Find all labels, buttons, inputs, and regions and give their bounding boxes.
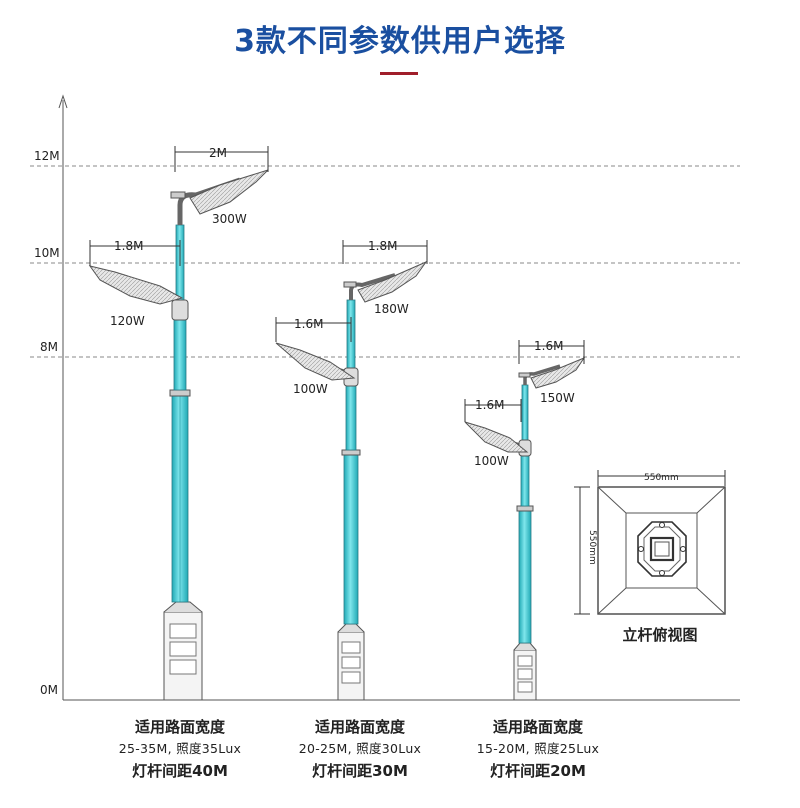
height-gridlines (30, 165, 740, 358)
pole-2-lower-power: 100W (293, 382, 328, 396)
pole-1-caption: 适用路面宽度 25-35M, 照度35Lux 灯杆间距40M (90, 716, 270, 782)
pole-1-top-dimension (174, 146, 269, 172)
pole-3-caption: 适用路面宽度 15-20M, 照度25Lux 灯杆间距20M (448, 716, 628, 782)
pole-1-lower-dimension (89, 240, 181, 266)
top-view-width-label: 550mm (644, 473, 679, 483)
height-label-8m: 8M (40, 340, 58, 354)
pole-3-caption-line2: 15-20M, 照度25Lux (476, 741, 600, 756)
pole-2-top-width: 1.8M (368, 239, 397, 253)
pole-3-lower-dimension (464, 399, 522, 422)
pole-3 (464, 356, 586, 701)
height-label-10m: 10M (34, 246, 60, 260)
top-view-drawing (574, 470, 726, 615)
height-label-0m: 0M (40, 683, 58, 697)
pole-2-caption-line2: 20-25M, 照度30Lux (298, 741, 422, 756)
pole-2-lower-width: 1.6M (294, 317, 323, 331)
pole-1 (88, 169, 269, 701)
pole-2-caption: 适用路面宽度 20-25M, 照度30Lux 灯杆间距30M (270, 716, 450, 782)
pole-3-top-dimension (518, 340, 585, 364)
page-title: 3款不同参数供用户选择 (234, 24, 566, 59)
pole-1-top-power: 300W (212, 212, 247, 226)
top-view-title: 立杆俯视图 (622, 626, 698, 644)
pole-1-caption-line1: 适用路面宽度 (134, 718, 225, 736)
pole-2-top-power: 180W (374, 302, 409, 316)
pole-1-top-width: 2M (209, 146, 227, 160)
height-label-12m: 12M (34, 149, 60, 163)
pole-2-lower-dimension (275, 317, 352, 342)
pole-1-lower-power: 120W (110, 314, 145, 328)
pole-2-caption-line3: 灯杆间距30M (312, 762, 408, 780)
pole-3-caption-line3: 灯杆间距20M (490, 762, 586, 780)
top-view-height-label: 550mm (587, 530, 597, 565)
pole-1-caption-line3: 灯杆间距40M (132, 762, 228, 780)
pole-2-top-dimension (342, 240, 428, 264)
pole-2-caption-line1: 适用路面宽度 (314, 718, 405, 736)
pole-1-caption-line2: 25-35M, 照度35Lux (118, 741, 242, 756)
pole-3-top-power: 150W (540, 391, 575, 405)
pole-1-lower-width: 1.8M (114, 239, 143, 253)
pole-3-top-width: 1.6M (534, 339, 563, 353)
pole-3-lower-power: 100W (474, 454, 509, 468)
pole-3-caption-line1: 适用路面宽度 (492, 718, 583, 736)
title-underline (380, 72, 418, 75)
pole-3-lower-width: 1.6M (475, 398, 504, 412)
